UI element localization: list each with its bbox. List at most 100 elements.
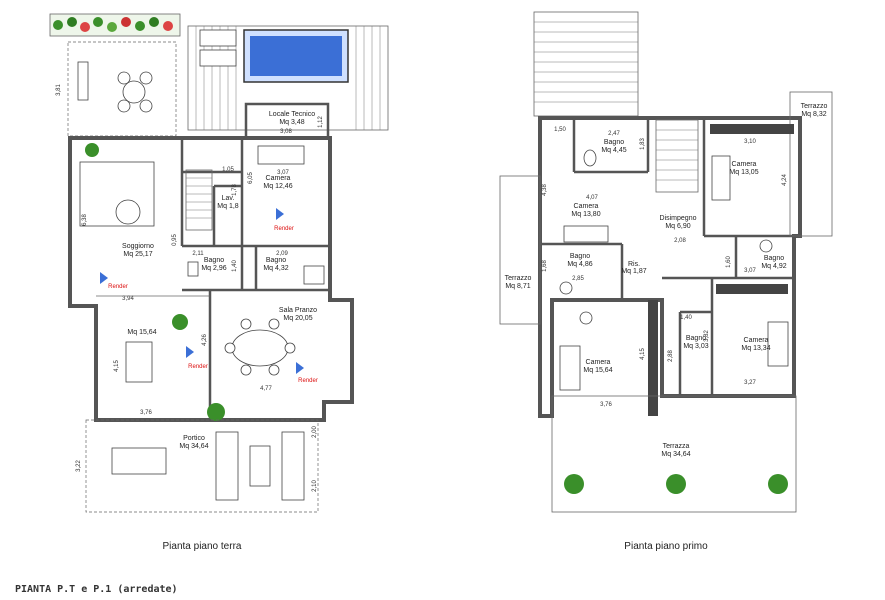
room-name: Soggiorno: [122, 243, 154, 250]
room-area: Mq 13,34: [741, 345, 770, 352]
room-name: Locale Tecnico: [269, 111, 315, 118]
room-name: Bagno: [604, 139, 624, 146]
first-floor-caption: Pianta piano primo: [624, 541, 708, 552]
dim-label: 0,95: [172, 234, 178, 246]
plant: [666, 474, 686, 494]
wardrobe: [710, 124, 794, 134]
room-name: Camera: [744, 337, 769, 344]
dim-label: 2,10: [312, 480, 318, 492]
dim-label: 1,50: [554, 127, 566, 133]
room-area: Mq 8,71: [505, 283, 530, 290]
dim-label: 1,60: [726, 256, 732, 268]
dim-label: 3,76: [600, 402, 612, 408]
room-area: Mq 20,05: [283, 315, 312, 322]
dim-label: 2,08: [674, 238, 686, 244]
room-name: Sala Pranzo: [279, 307, 317, 314]
dim-label: 2,47: [608, 131, 620, 137]
room-name: Bagno: [204, 257, 224, 264]
ground-floor-caption: Pianta piano terra: [163, 541, 242, 552]
plant: [85, 143, 99, 157]
pergola: [533, 11, 639, 117]
page-footer-title: PIANTA P.T e P.1 (arredate): [15, 584, 178, 595]
room-area: Mq 1,87: [621, 268, 646, 275]
locale-tecnico-walls: [244, 102, 330, 140]
room-area: Mq 34,64: [661, 451, 690, 458]
room-area: Mq 6,90: [665, 223, 690, 230]
dim-label: 1,12: [318, 116, 324, 128]
dim-label: 4,24: [782, 174, 788, 186]
shower: [303, 265, 325, 285]
dim-label: 3,07: [744, 268, 756, 274]
dim-label: 4,07: [586, 195, 598, 201]
svg-text:Render: Render: [188, 364, 208, 370]
room-name: Bagno: [266, 257, 286, 264]
render-marker: Render: [186, 346, 208, 370]
render-marker: Render: [274, 208, 294, 232]
room-area: Mq 3,48: [279, 119, 304, 126]
dim-label: 2,88: [668, 350, 674, 362]
bed: [563, 225, 609, 243]
stair: [655, 119, 699, 193]
pool-water: [250, 36, 342, 76]
room-area: Mq 1,8: [217, 203, 239, 210]
svg-text:Render: Render: [298, 378, 318, 384]
toilet: [187, 261, 199, 277]
toilet: [583, 149, 597, 167]
dim-label: 3,07: [277, 170, 289, 176]
bed: [559, 345, 581, 391]
toilet: [579, 311, 593, 325]
portico-table: [111, 431, 305, 501]
dim-label: 1,40: [680, 315, 692, 321]
sunbed: [199, 49, 237, 67]
balcony: [499, 175, 541, 325]
room-area: Mq 15,64: [583, 367, 612, 374]
dim-label: 3,94: [122, 296, 134, 302]
room-name: Camera: [574, 203, 599, 210]
dim-label: 6,38: [82, 214, 88, 226]
render-marker: Render: [296, 362, 318, 384]
room-name: Disimpegno: [660, 215, 697, 222]
dim-label: 4,38: [542, 184, 548, 196]
plant: [172, 314, 188, 330]
coffee-table: [115, 199, 141, 225]
bed: [767, 321, 789, 367]
room-name: Terrazzo: [505, 275, 532, 282]
room-name: Ris.: [628, 261, 640, 268]
room-name: Terrazzo: [801, 103, 828, 110]
stair: [185, 169, 213, 231]
room-area: Mq 12,46: [263, 183, 292, 190]
dim-label: 3,76: [140, 410, 152, 416]
dim-label: 6,05: [248, 172, 254, 184]
patio-table: [77, 61, 153, 113]
room-area: Mq 4,86: [567, 261, 592, 268]
room-area: Mq 4,32: [263, 265, 288, 272]
dim-label: 1,68: [542, 260, 548, 272]
dim-label: 3,22: [76, 460, 82, 472]
first-interior-walls: [540, 118, 800, 396]
ground-interior-walls: [180, 138, 330, 420]
room-name: Lav.: [222, 195, 235, 202]
room-name: Bagno: [570, 253, 590, 260]
dim-label: 1,78: [232, 184, 238, 196]
room-area: Mq 4,92: [761, 263, 786, 270]
svg-text:Render: Render: [274, 226, 294, 232]
dining-table: [224, 318, 296, 376]
dim-label: 3,10: [744, 139, 756, 145]
toilet: [559, 281, 573, 295]
room-area: Mq 13,05: [729, 169, 758, 176]
dim-label: 1,05: [222, 167, 234, 173]
room-area: Mq 2,96: [201, 265, 226, 272]
render-marker: Render: [100, 272, 128, 290]
dim-label: 2,85: [572, 276, 584, 282]
dim-label: 1,40: [232, 260, 238, 272]
room-area: Mq 4,45: [601, 147, 626, 154]
dim-label: 2,00: [312, 426, 318, 438]
room-name: Portico: [183, 435, 205, 442]
dim-label: 3,08: [280, 129, 292, 135]
plant: [207, 403, 225, 421]
plant: [768, 474, 788, 494]
plant: [564, 474, 584, 494]
room-name: Camera: [586, 359, 611, 366]
toilet: [759, 239, 773, 253]
dim-label: 3,82: [704, 330, 710, 342]
